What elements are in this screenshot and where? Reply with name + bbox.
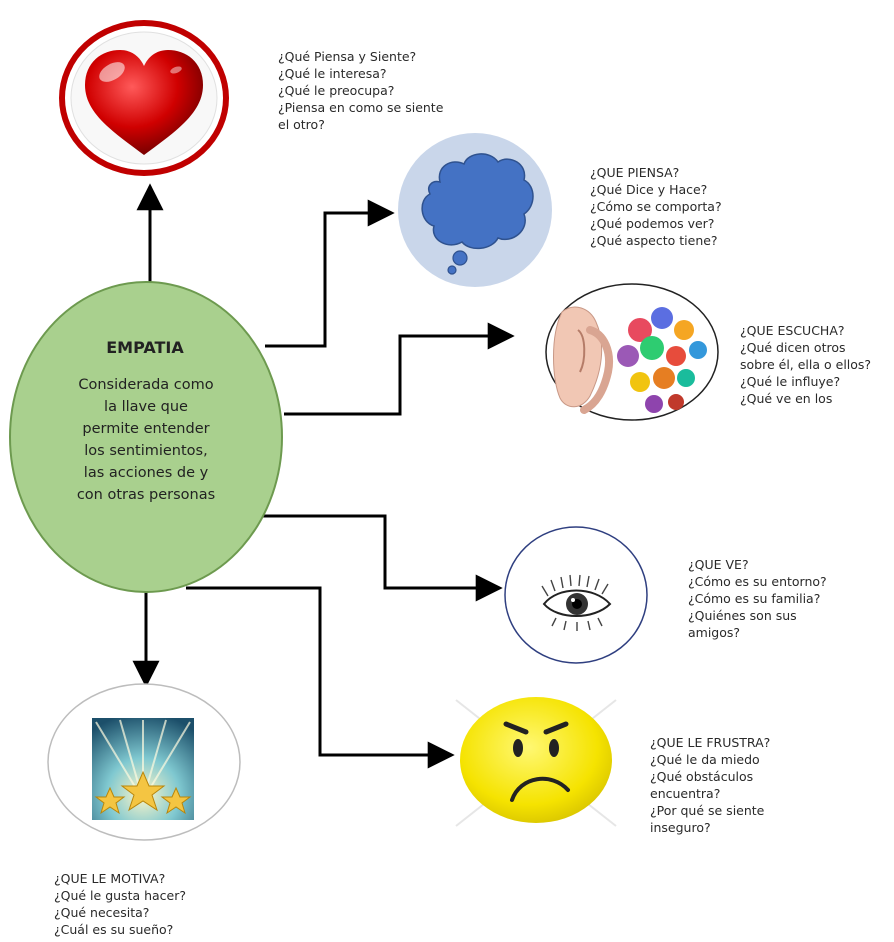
frown-node: [455, 697, 617, 827]
question-line: amigos?: [688, 625, 741, 640]
eye-icon: [541, 574, 612, 631]
question-line: ¿Quiénes son sus: [688, 608, 797, 623]
heart-icon: [85, 50, 203, 155]
question-line: ¿QUE ESCUCHA?: [740, 323, 845, 338]
question-line: ¿Qué necesita?: [54, 905, 150, 920]
heart-node: [59, 20, 229, 176]
question-line: ¿QUE PIENSA?: [590, 165, 680, 180]
ear-node: [545, 283, 719, 421]
center-line: Considerada como: [78, 377, 214, 393]
question-line: ¿Qué podemos ver?: [590, 216, 715, 231]
question-line: ¿Por qué se siente: [650, 803, 765, 818]
arrow-to-eye: [262, 514, 503, 602]
questions-motiva: ¿QUE LE MOTIVA? ¿Qué le gusta hacer? ¿Qu…: [54, 870, 186, 938]
question-line: ¿Qué le influye?: [740, 374, 841, 389]
center-line: los sentimientos,: [84, 443, 208, 459]
questions-frustra: ¿QUE LE FRUSTRA? ¿Qué le da miedo ¿Qué o…: [650, 734, 770, 836]
question-line: ¿QUE LE FRUSTRA?: [650, 735, 771, 750]
question-line: ¿Qué Piensa y Siente?: [278, 49, 417, 64]
stars-node: [47, 683, 241, 841]
arrow-to-ear: [284, 322, 515, 416]
ear-listening-icon: [553, 306, 707, 414]
question-line: ¿Cómo es su familia?: [688, 591, 821, 606]
stars-icon: [92, 718, 194, 820]
center-line: la llave que: [104, 399, 188, 415]
question-line: ¿Cómo es su entorno?: [688, 574, 827, 589]
question-line: ¿Qué le interesa?: [278, 66, 387, 81]
question-line: ¿Piensa en como se siente: [278, 100, 444, 115]
question-line: ¿Qué le preocupa?: [278, 83, 395, 98]
question-line: ¿Cuál es su sueño?: [54, 922, 174, 937]
question-line: ¿QUE LE MOTIVA?: [54, 871, 166, 886]
question-line: ¿Qué dicen otros: [740, 340, 846, 355]
question-line: ¿Qué obstáculos: [650, 769, 754, 784]
question-line: sobre él, ella o ellos?: [740, 357, 872, 372]
center-description: Considerada como la llave que permite en…: [56, 374, 236, 506]
question-line: el otro?: [278, 117, 325, 132]
arrow-to-frown: [186, 586, 455, 769]
question-line: encuentra?: [650, 786, 721, 801]
eye-node: [504, 526, 648, 664]
questions-ve: ¿QUE VE? ¿Cómo es su entorno? ¿Cómo es s…: [688, 556, 827, 641]
center-line: las acciones de y: [83, 465, 209, 481]
connectors: [132, 183, 515, 769]
question-line: inseguro?: [650, 820, 711, 835]
center-title: EMPATIA: [106, 338, 184, 357]
question-line: ¿Qué le gusta hacer?: [54, 888, 187, 903]
arrow-to-thought: [265, 199, 395, 348]
question-line: ¿Qué aspecto tiene?: [590, 233, 718, 248]
center-line: permite entender: [82, 421, 210, 437]
questions-piensa: ¿QUE PIENSA? ¿Qué Dice y Hace? ¿Cómo se …: [590, 164, 722, 249]
question-line: ¿Qué le da miedo: [650, 752, 760, 767]
questions-escucha: ¿QUE ESCUCHA? ¿Qué dicen otros sobre él,…: [740, 322, 871, 407]
thought-node: [398, 133, 552, 287]
question-line: ¿Qué Dice y Hace?: [590, 182, 708, 197]
thought-bubble-icon: [421, 153, 534, 275]
question-line: ¿Qué ve en los: [740, 391, 833, 406]
question-line: ¿Cómo se comporta?: [590, 199, 722, 214]
questions-siente: ¿Qué Piensa y Siente? ¿Qué le interesa? …: [278, 48, 443, 133]
question-line: ¿QUE VE?: [688, 557, 749, 572]
center-ellipse: [9, 281, 283, 593]
frowning-face-icon: [460, 697, 612, 823]
center-line: con otras personas: [76, 487, 216, 503]
